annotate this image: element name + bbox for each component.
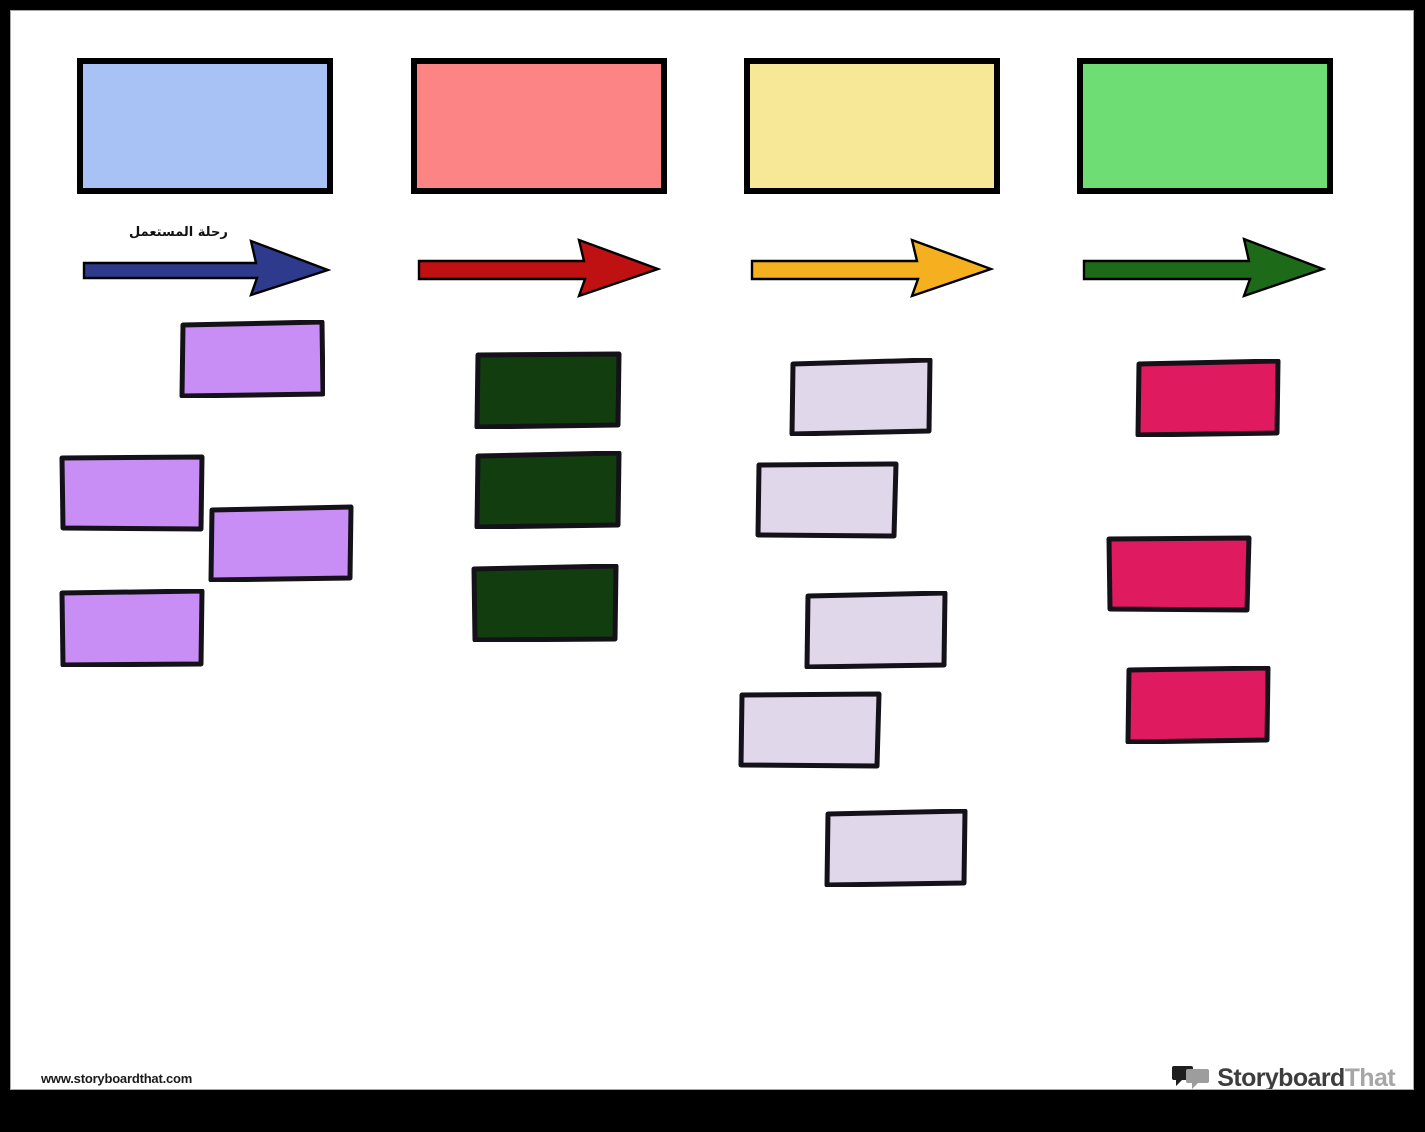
- storyboardthat-logo[interactable]: StoryboardThat: [1166, 1055, 1401, 1090]
- logo-word-light: That: [1344, 1063, 1396, 1090]
- logo-word-dark: Storyboard: [1217, 1063, 1345, 1090]
- stage-1-card-2[interactable]: [59, 454, 205, 532]
- stage-1-card-1[interactable]: [179, 320, 325, 398]
- stage-3-card-3[interactable]: [804, 591, 948, 669]
- speech-bubbles-icon: [1172, 1063, 1210, 1090]
- stage-3-card-2[interactable]: [755, 461, 899, 539]
- stage-1-arrow[interactable]: [81, 233, 331, 301]
- stage-4-card-3[interactable]: [1125, 666, 1271, 744]
- stage-2-card-2[interactable]: [474, 451, 622, 529]
- stage-2-card-3[interactable]: [471, 564, 619, 642]
- stage-4-card-2[interactable]: [1106, 535, 1252, 613]
- footer-url[interactable]: www.storyboardthat.com: [41, 1071, 193, 1086]
- stage-4-header[interactable]: [1077, 58, 1333, 194]
- stage-2-arrow[interactable]: [416, 233, 661, 301]
- stage-2-card-1[interactable]: [474, 351, 622, 429]
- stage-2-header[interactable]: [411, 58, 667, 194]
- stage-1-card-4[interactable]: [59, 589, 205, 667]
- stage-1-journey-label: رحلة المستعمل: [129, 225, 228, 240]
- stage-3-header[interactable]: [744, 58, 1000, 194]
- stage-3-card-5[interactable]: [824, 809, 968, 887]
- stage-1-card-3[interactable]: [208, 504, 354, 582]
- stage-3-card-4[interactable]: [738, 691, 882, 769]
- stage-4-arrow[interactable]: [1081, 233, 1326, 301]
- stage-3-arrow[interactable]: [749, 233, 994, 301]
- stage-4-card-1[interactable]: [1135, 359, 1281, 437]
- storyboard-canvas: رحلة المستعمل: [10, 10, 1414, 1090]
- stage-3-card-1[interactable]: [789, 358, 933, 436]
- stage-1-header[interactable]: [77, 58, 333, 194]
